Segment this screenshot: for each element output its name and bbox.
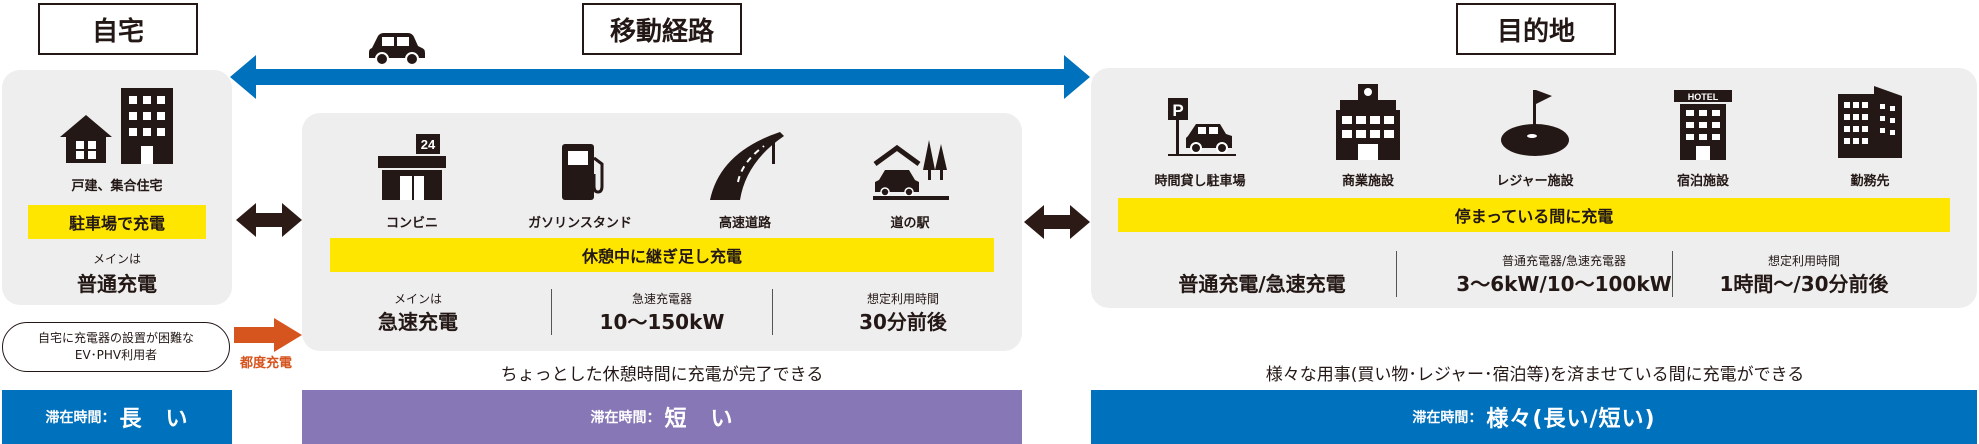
route-stat3-big: 30分前後 [859, 310, 947, 334]
highway-icon [710, 132, 784, 200]
car-icon [369, 33, 425, 66]
hotel-icon: HOTEL [1674, 90, 1732, 160]
home-stay-label: 滞在時間： [45, 410, 116, 426]
route-label-highway: 高速道路 [718, 216, 772, 231]
home-stay-value: 長 い [119, 407, 189, 432]
difficult-user-note: 自宅に充電器の設置が困難な EV･PHV利用者 [2, 322, 230, 372]
destination-stay-label: 滞在時間： [1412, 410, 1483, 426]
dest-label-leisure: レジャー施設 [1496, 174, 1574, 189]
each-time-arrow [234, 318, 302, 352]
travel-double-arrow [230, 55, 1090, 99]
route-stay-value: 短 い [664, 407, 734, 432]
office-icon [1838, 86, 1902, 158]
parking-icon: P [1168, 98, 1236, 156]
dest-label-commercial: 商業施設 [1341, 174, 1395, 189]
destination-banner: 停まっている間に充電 [1118, 198, 1950, 232]
home-stay-bar: 滞在時間： 長 い [2, 390, 232, 444]
difficult-note-line2: EV･PHV利用者 [74, 348, 158, 362]
roadside-station-icon [873, 140, 949, 200]
route-stat3-small: 想定利用時間 [866, 292, 940, 306]
route-banner: 休憩中に継ぎ足し充電 [330, 238, 994, 272]
route-divider-2 [772, 289, 773, 335]
dest-divider-2 [1672, 251, 1673, 297]
home-route-double-arrow [236, 203, 302, 237]
dest-stat3-small: 想定利用時間 [1767, 254, 1841, 268]
route-stat2-small: 急速充電器 [631, 292, 693, 306]
commercial-facility-icon [1336, 84, 1400, 160]
home-main-label: メインは [92, 252, 142, 266]
apartment-icon [121, 88, 173, 164]
convenience-store-icon: 24 [378, 134, 446, 200]
destination-caption: 様々な用事(買い物･レジャー･宿泊等)を済ませている間に充電ができる [1265, 365, 1805, 385]
route-label-gas-station: ガソリンスタンド [528, 216, 632, 231]
route-title: 移動経路 [582, 3, 742, 55]
dest-stat1-big: 普通充電/急速充電 [1178, 272, 1346, 296]
convenience-badge: 24 [421, 137, 436, 152]
each-time-label: 都度充電 [240, 356, 293, 371]
dest-divider-1 [1396, 251, 1397, 297]
dest-label-office: 勤務先 [1850, 174, 1890, 189]
route-stat1-small: メインは [393, 292, 443, 306]
home-panel [2, 70, 232, 305]
dest-stat2-big: 3〜6kW/10〜100kW [1456, 272, 1672, 296]
route-destination-double-arrow [1024, 205, 1090, 239]
route-caption: ちょっとした休憩時間に充電が完了できる [500, 365, 824, 385]
destination-title: 目的地 [1456, 3, 1616, 55]
dest-label-hotel: 宿泊施設 [1676, 174, 1730, 189]
route-stay-label: 滞在時間： [590, 410, 661, 426]
dest-stat3-big: 1時間〜/30分前後 [1719, 272, 1889, 296]
gas-station-icon [562, 144, 604, 200]
dest-stat2-small: 普通充電器/急速充電器 [1501, 254, 1627, 268]
dest-label-parking: 時間貸し駐車場 [1154, 174, 1246, 189]
route-stat1-big: 急速充電 [378, 310, 458, 334]
golf-icon [1501, 90, 1569, 156]
route-stay-bar: 滞在時間： 短 い [302, 390, 1022, 444]
route-label-convenience: コンビニ [385, 216, 439, 231]
home-building-label: 戸建、集合住宅 [71, 179, 163, 194]
home-main-value: 普通充電 [77, 272, 157, 296]
route-label-roadside-station: 道の駅 [890, 216, 930, 231]
parking-badge: P [1172, 101, 1183, 120]
hotel-badge: HOTEL [1688, 92, 1719, 102]
home-charge-place: 駐車場で充電 [28, 205, 206, 239]
destination-stay-value: 様々(長い/短い) [1486, 407, 1656, 432]
route-stat2-big: 10〜150kW [599, 310, 725, 334]
house-icon [60, 115, 112, 163]
destination-stay-bar: 滞在時間： 様々(長い/短い) [1091, 390, 1977, 444]
home-title: 自宅 [38, 3, 198, 55]
difficult-note-line1: 自宅に充電器の設置が困難な [37, 331, 194, 345]
route-divider-1 [551, 289, 552, 335]
